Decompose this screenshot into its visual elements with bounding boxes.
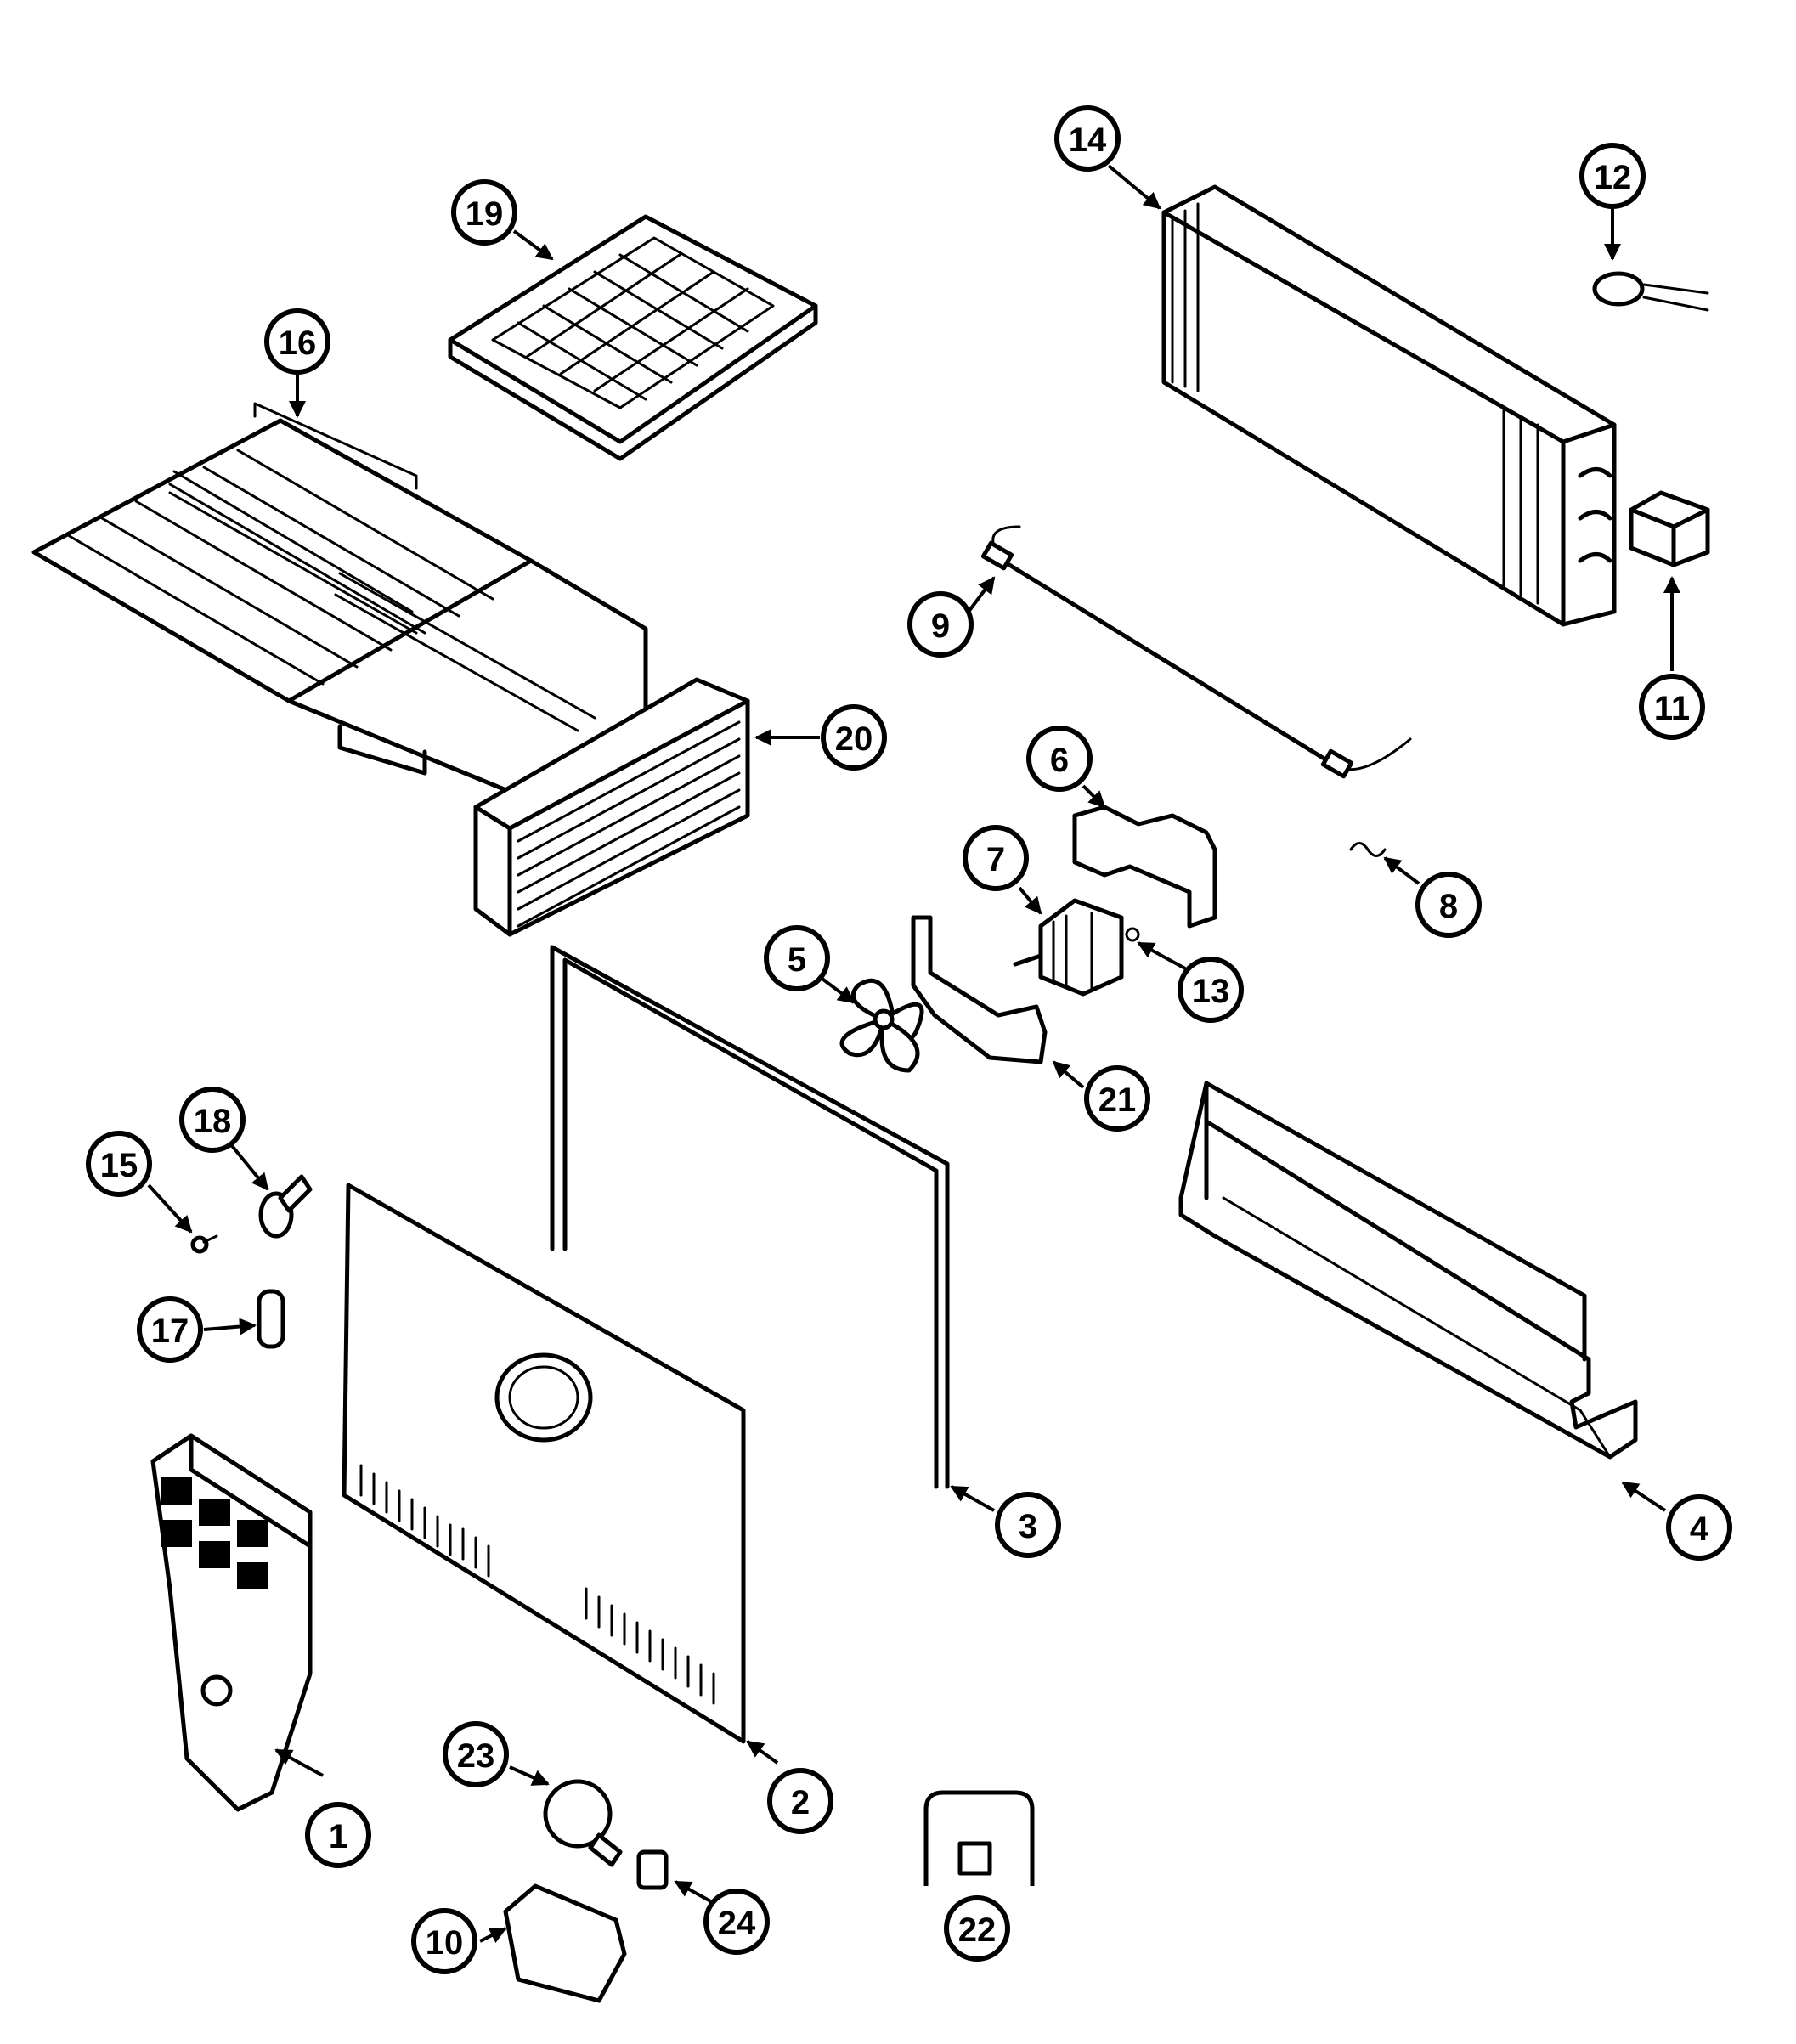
callout-4: 4 — [1666, 1494, 1732, 1561]
callout-5: 5 — [764, 925, 830, 991]
callout-6: 6 — [1026, 726, 1093, 792]
callout-15: 15 — [86, 1131, 152, 1197]
fan-blade-part — [839, 978, 924, 1073]
callout-24: 24 — [703, 1889, 770, 1955]
callout-16: 16 — [264, 308, 330, 375]
knob-part — [258, 1174, 313, 1239]
svg-text:2: 2 — [791, 1784, 810, 1821]
callout-1: 1 — [305, 1802, 371, 1868]
light-switch-part — [923, 1790, 1035, 1886]
svg-text:13: 13 — [1192, 973, 1230, 1010]
svg-text:5: 5 — [788, 941, 806, 979]
callout-20: 20 — [821, 704, 887, 771]
svg-text:24: 24 — [718, 1905, 756, 1942]
svg-text:17: 17 — [151, 1313, 189, 1350]
callout-19: 19 — [451, 179, 517, 246]
evaporator-part — [1161, 184, 1617, 627]
svg-text:21: 21 — [1098, 1081, 1137, 1119]
callout-14: 14 — [1054, 105, 1121, 172]
defrost-thermostat-part — [1592, 271, 1709, 312]
svg-text:12: 12 — [1594, 159, 1632, 196]
svg-text:1: 1 — [329, 1818, 347, 1855]
svg-text:14: 14 — [1069, 121, 1107, 159]
callout-17: 17 — [137, 1296, 203, 1363]
svg-text:16: 16 — [279, 325, 317, 362]
svg-text:23: 23 — [457, 1737, 495, 1775]
light-shield-part — [503, 1883, 627, 2003]
cover-panel-part — [473, 677, 750, 937]
svg-text:8: 8 — [1439, 888, 1458, 925]
control-housing-part — [150, 1433, 313, 1812]
callout-22: 22 — [944, 1895, 1010, 1962]
drain-trough-part — [1178, 1081, 1638, 1460]
callout-7: 7 — [963, 825, 1029, 891]
svg-text:11: 11 — [1654, 690, 1690, 727]
bracket-part — [1072, 805, 1217, 929]
svg-text:10: 10 — [426, 1924, 464, 1962]
svg-text:3: 3 — [1019, 1508, 1037, 1545]
svg-text:4: 4 — [1690, 1510, 1709, 1548]
screw-part — [190, 1234, 218, 1254]
callout-3: 3 — [995, 1492, 1061, 1558]
callout-21: 21 — [1084, 1065, 1150, 1132]
motor-bracket-part — [911, 915, 1048, 1064]
switch-plunger-part — [257, 1289, 285, 1349]
callout-10: 10 — [411, 1908, 477, 1974]
rear-panel-part — [342, 1183, 746, 1744]
lamp-socket-part — [636, 1849, 669, 1890]
svg-text:6: 6 — [1050, 742, 1069, 779]
light-bulb-part — [543, 1779, 623, 1867]
svg-text:19: 19 — [466, 195, 504, 233]
wire-shelf-part — [31, 402, 648, 801]
svg-text:20: 20 — [835, 720, 873, 758]
callout-12: 12 — [1579, 143, 1646, 209]
callout-23: 23 — [443, 1721, 509, 1787]
svg-text:15: 15 — [100, 1147, 138, 1184]
callout-8: 8 — [1415, 872, 1482, 938]
svg-text:22: 22 — [958, 1911, 997, 1949]
defrost-heater-part — [980, 525, 1412, 779]
leader-lines — [147, 164, 1680, 1943]
svg-text:9: 9 — [931, 607, 950, 645]
fan-motor-part — [1013, 898, 1124, 997]
washer-part — [1125, 927, 1140, 942]
svg-text:18: 18 — [194, 1103, 232, 1140]
clip-part — [1349, 842, 1387, 857]
gasket-strip-part — [550, 945, 950, 1489]
callout-13: 13 — [1178, 957, 1244, 1023]
callout-11: 11 — [1639, 674, 1705, 740]
svg-text:7: 7 — [986, 841, 1005, 878]
ice-tray-part — [448, 214, 818, 461]
block-part — [1629, 490, 1710, 567]
callout-9: 9 — [907, 591, 974, 658]
callout-18: 18 — [179, 1087, 246, 1153]
callout-2: 2 — [767, 1768, 833, 1834]
